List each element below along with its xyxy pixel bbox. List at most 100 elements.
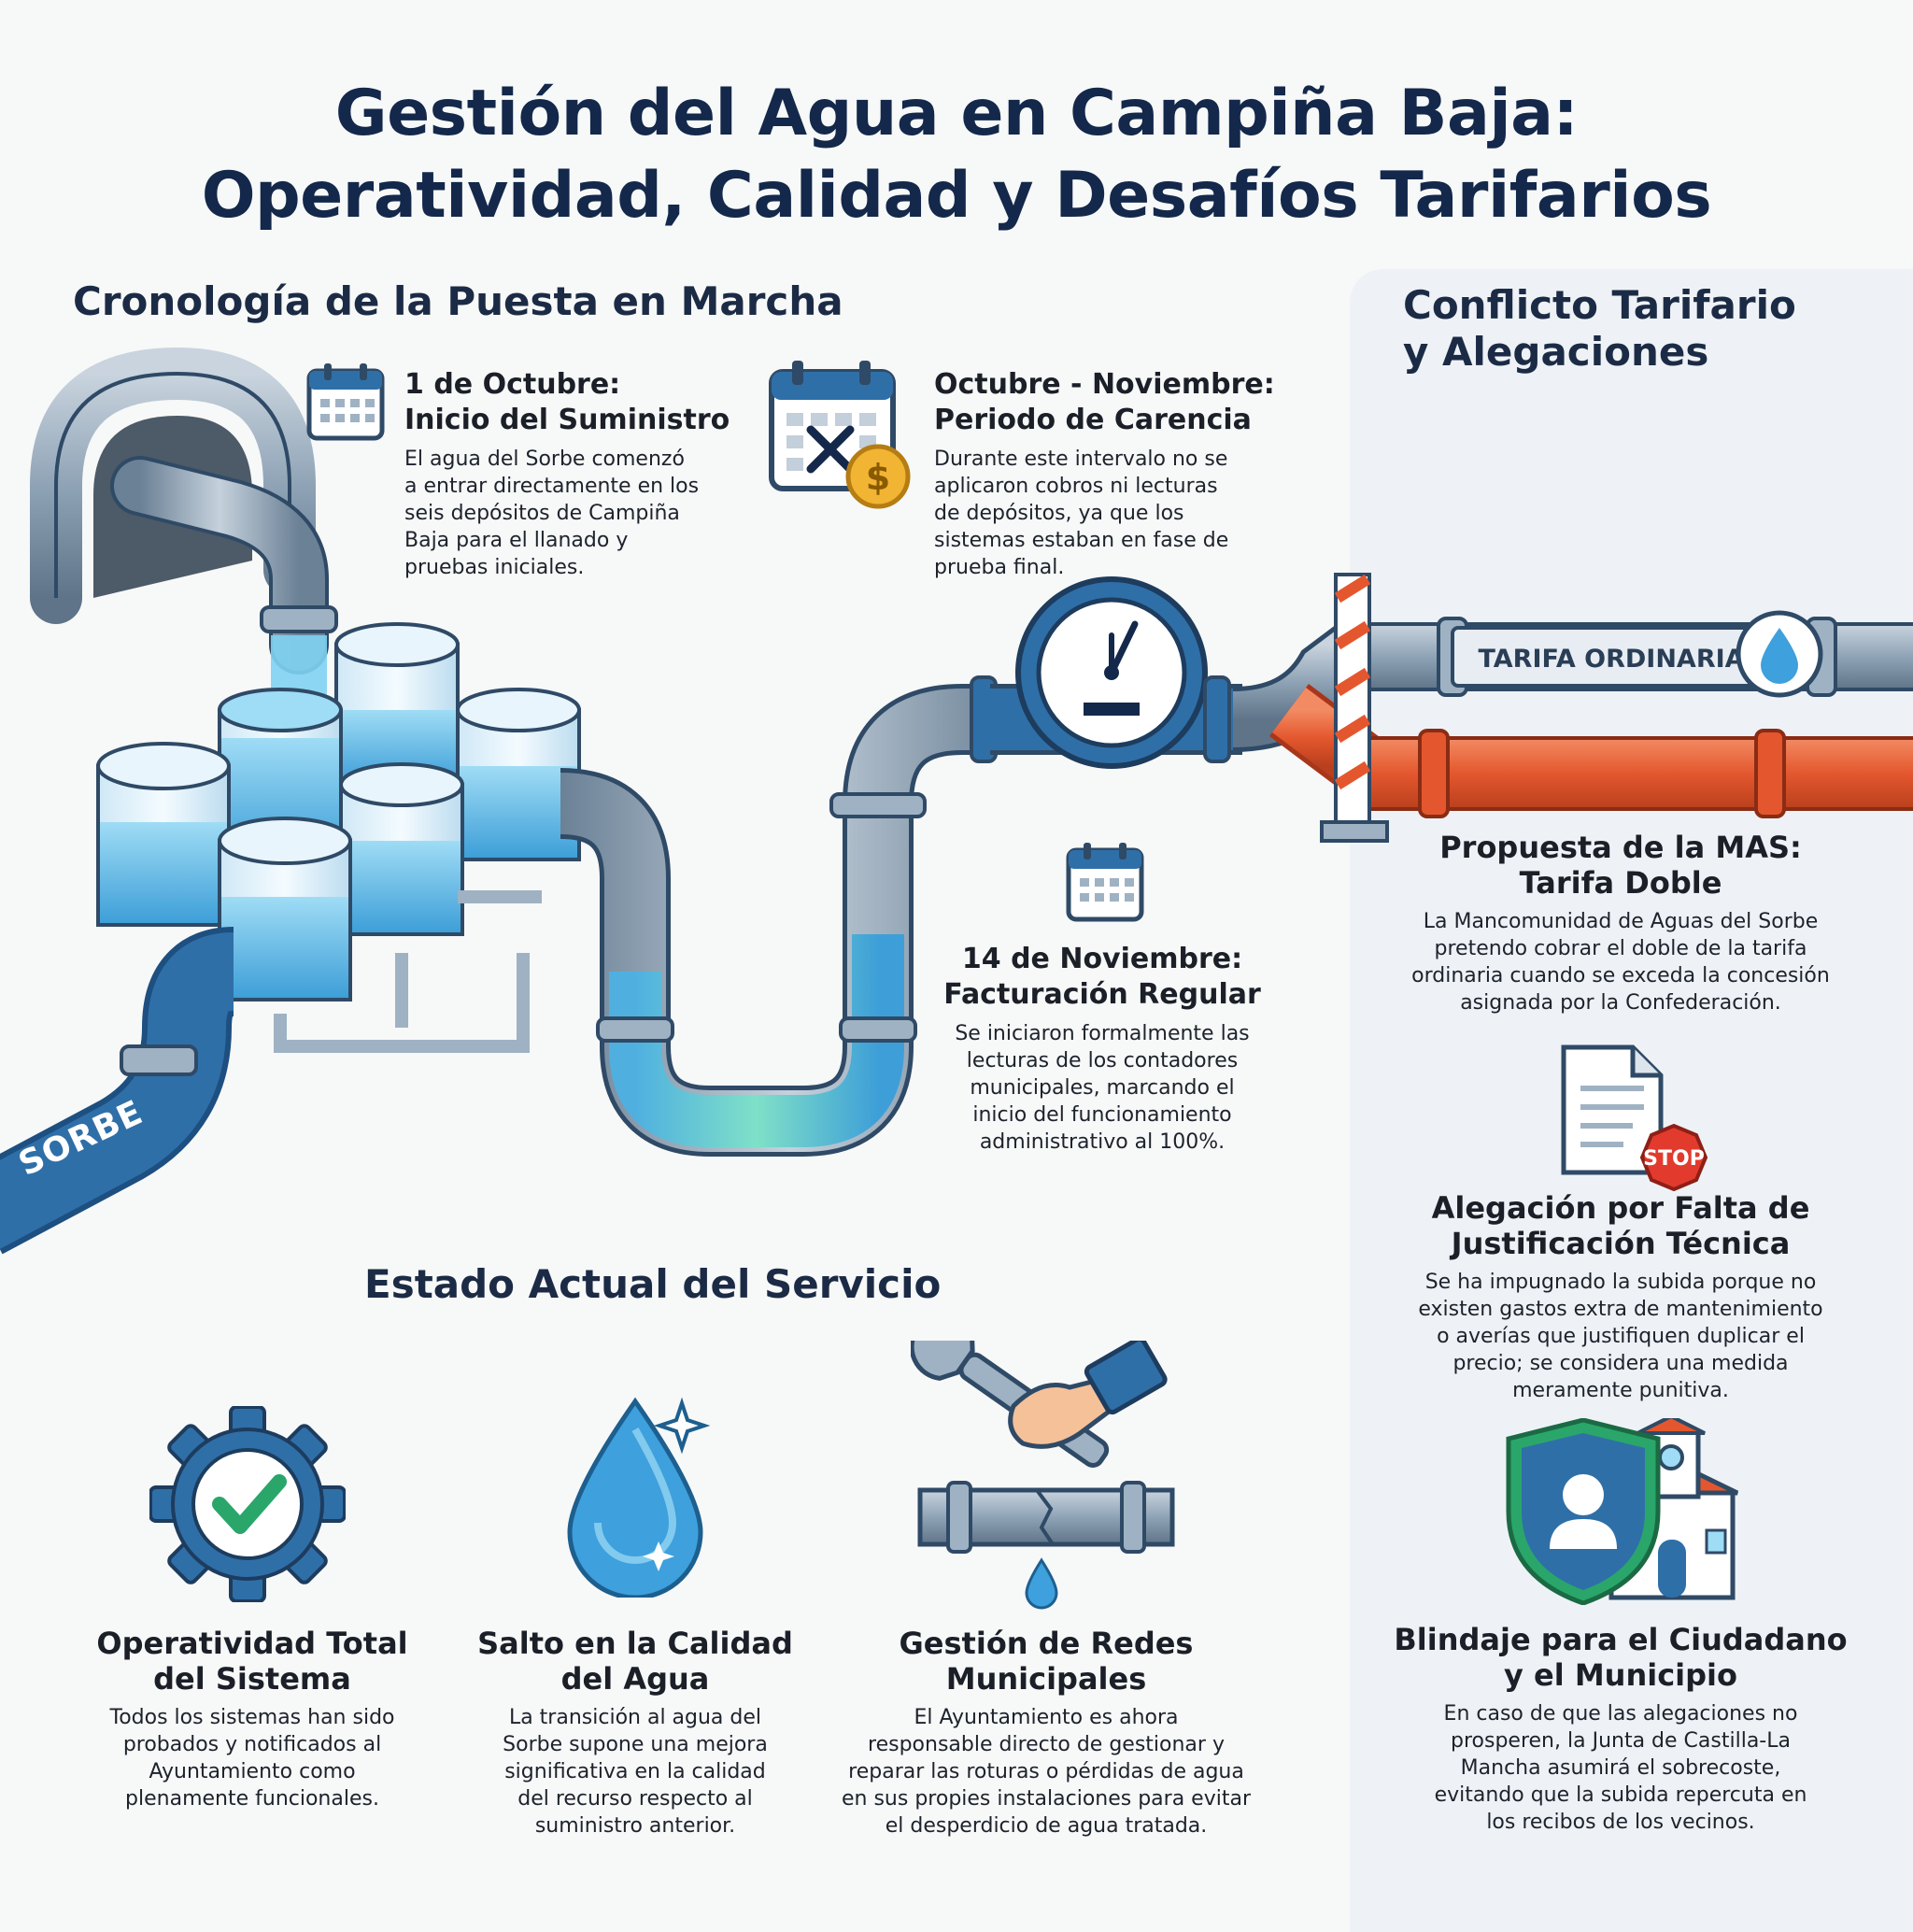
step-3-text: Se iniciaron formalmente las lecturas de… (897, 1020, 1308, 1156)
step-2-title-line2: Periodo de Carencia (934, 404, 1252, 436)
status-item-quality-text: La transición al agua del Sorbe supone u… (439, 1704, 831, 1840)
tank (218, 817, 352, 1002)
mas-proposal: Propuesta de la MAS: Tarifa Doble La Man… (1368, 830, 1873, 1016)
allegation-text: Se ha impugnado la subida porque no exis… (1368, 1269, 1873, 1404)
allegation: Alegación por Falta de Justificación Téc… (1368, 1190, 1873, 1404)
tank (96, 742, 231, 927)
step-1: 1 de Octubre: Inicio del Suministro El a… (404, 367, 778, 581)
step-2-text-line: aplicaron cobros ni lecturas (934, 475, 1218, 498)
step-2-text-line: Durante este intervalo no se (934, 447, 1228, 471)
protection-text-line: Mancha asumirá el sobrecoste, (1460, 1756, 1781, 1780)
tariff-pipes: TARIFA ORDINARIA (1232, 573, 1913, 843)
step-1-text-line: El agua del Sorbe comenzó (404, 447, 685, 471)
status-item-operational-title-line2: del Sistema (153, 1661, 351, 1697)
allegation-text-line: precio; se considera una medida (1452, 1352, 1789, 1375)
stop-label: STOP (1643, 1147, 1705, 1171)
mas-proposal-text-line: La Mancomunidad de Aguas del Sorbe (1423, 910, 1819, 933)
status-item-quality: Salto en la Calidad del Agua La transici… (439, 1626, 831, 1840)
protection-title-line1: Blindaje para el Ciudadano (1394, 1622, 1848, 1657)
wrench-pipe-icon (909, 1313, 1182, 1612)
status-item-text-line: plenamente funcionales. (125, 1787, 379, 1811)
protection: Blindaje para el Ciudadano y el Municipi… (1368, 1622, 1873, 1836)
mas-proposal-text-line: pretendo cobrar el doble de la tarifa (1434, 937, 1807, 960)
calendar-no-charge-icon: $ (764, 355, 914, 519)
status-item-text-line: reparar las roturas o pérdidas de agua (848, 1760, 1244, 1783)
status-item-text-line: probados y notificados al (122, 1733, 382, 1756)
status-item-networks-title-line2: Municipales (945, 1661, 1147, 1697)
tank (339, 762, 464, 936)
water-drop-icon (560, 1392, 729, 1600)
allegation-title-line1: Alegación por Falta de (1431, 1190, 1810, 1226)
outlet-pipe (559, 675, 1018, 1157)
step-3: 14 de Noviembre: Facturación Regular Se … (897, 942, 1308, 1156)
protection-text-line: prosperen, la Junta de Castilla-La (1451, 1729, 1791, 1753)
tarifa-ordinaria-label: TARIFA ORDINARIA (1478, 645, 1744, 674)
conflict-heading-line1: Conflicto Tarifario (1403, 282, 1796, 328)
page-title-line2: Operatividad, Calidad y Desafíos Tarifar… (201, 159, 1712, 233)
step-2-text: Durante este intervalo no se aplicaron c… (934, 446, 1326, 581)
status-item-text-line: suministro anterior. (534, 1814, 736, 1838)
step-2-text-line: prueba final. (934, 556, 1065, 579)
protection-text-line: En caso de que las alegaciones no (1443, 1702, 1798, 1726)
step-1-text-line: seis depósitos de Campiña (404, 502, 680, 525)
step-2-text-line: de depósitos, ya que los (934, 502, 1184, 525)
step-3-title-line1: 14 de Noviembre: (961, 943, 1243, 975)
status-item-networks-title-line1: Gestión de Redes (899, 1626, 1194, 1661)
status-item-networks: Gestión de Redes Municipales El Ayuntami… (817, 1626, 1275, 1840)
step-2-text-line: sistemas estaban en fase de (934, 529, 1229, 552)
inlet-pipe (110, 456, 338, 710)
status-item-operational: Operatividad Total del Sistema Todos los… (56, 1626, 448, 1812)
step-3-text-line: lecturas de los contadores (966, 1049, 1239, 1073)
tank (456, 688, 581, 861)
status-item-networks-text: El Ayuntamiento es ahora responsable dir… (817, 1704, 1275, 1840)
step-1-text: El agua del Sorbe comenzó a entrar direc… (404, 446, 778, 581)
allegation-text-line: existen gastos extra de mantenimiento (1418, 1298, 1823, 1321)
mas-proposal-text-line: ordinaria cuando se exceda la concesión (1411, 964, 1830, 987)
step-1-title-line1: 1 de Octubre: (404, 368, 621, 401)
gear-check-icon (149, 1405, 347, 1603)
calendar-icon (304, 360, 388, 444)
step-3-title-line2: Facturación Regular (943, 978, 1261, 1011)
status-item-operational-title-line1: Operatividad Total (96, 1626, 408, 1661)
status-item-text-line: Sorbe supone una mejora (503, 1733, 768, 1756)
timeline-heading: Cronología de la Puesta en Marcha (73, 278, 843, 324)
status-item-text-line: Ayuntamiento como (149, 1760, 356, 1783)
step-1-text-line: a entrar directamente en los (404, 475, 700, 498)
status-item-text-line: responsable directo de gestionar y (868, 1733, 1225, 1756)
status-item-text-line: Todos los sistemas han sido (109, 1706, 395, 1729)
step-2: Octubre - Noviembre: Periodo de Carencia… (934, 367, 1326, 581)
status-item-operational-text: Todos los sistemas han sido probados y n… (56, 1704, 448, 1812)
svg-text:$: $ (866, 457, 890, 498)
status-heading: Estado Actual del Servicio (364, 1261, 942, 1307)
allegation-text-line: Se ha impugnado la subida porque no (1424, 1271, 1817, 1294)
step-1-text-line: Baja para el llanado y (404, 529, 629, 552)
allegation-text-line: o averías que justifiquen duplicar el (1437, 1325, 1805, 1348)
tank (334, 622, 460, 787)
status-item-quality-title-line2: del Agua (560, 1661, 710, 1697)
mas-proposal-title-line1: Propuesta de la MAS: (1439, 830, 1802, 865)
step-3-text-line: Se iniciaron formalmente las (955, 1022, 1250, 1045)
water-meter (990, 576, 1242, 769)
conflict-heading: Conflicto Tarifario y Alegaciones (1403, 282, 1796, 376)
step-3-text-line: municipales, marcando el (970, 1076, 1235, 1100)
water-tanks (96, 622, 581, 1053)
mas-proposal-text-line: asignada por la Confederación. (1460, 991, 1781, 1015)
page-title-line1: Gestión del Agua en Campiña Baja: (334, 77, 1579, 150)
protection-title-line2: y el Municipio (1504, 1657, 1737, 1693)
protection-text-line: los recibos de los vecinos. (1486, 1811, 1755, 1834)
sorbe-pipe (0, 927, 243, 1255)
step-1-text-line: pruebas iniciales. (404, 556, 585, 579)
page-title: Gestión del Agua en Campiña Baja: Operat… (0, 73, 1913, 237)
status-item-text-line: El Ayuntamiento es ahora (914, 1706, 1179, 1729)
allegation-title-line2: Justificación Técnica (1451, 1226, 1791, 1261)
status-item-text-line: el desperdicio de agua tratada. (885, 1814, 1208, 1838)
status-item-text-line: del recurso respecto al (517, 1787, 753, 1811)
status-item-text-line: en sus propies instalaciones para evitar (842, 1787, 1251, 1811)
protection-text-line: evitando que la subida repercuta en (1434, 1783, 1807, 1807)
document-stop-icon: STOP (1558, 1042, 1708, 1192)
step-3-text-line: administrativo al 100%. (979, 1130, 1226, 1154)
status-item-quality-title-line1: Salto en la Calidad (477, 1626, 793, 1661)
shield-town-hall-icon (1499, 1413, 1742, 1606)
protection-text: En caso de que las alegaciones no prospe… (1368, 1700, 1873, 1836)
